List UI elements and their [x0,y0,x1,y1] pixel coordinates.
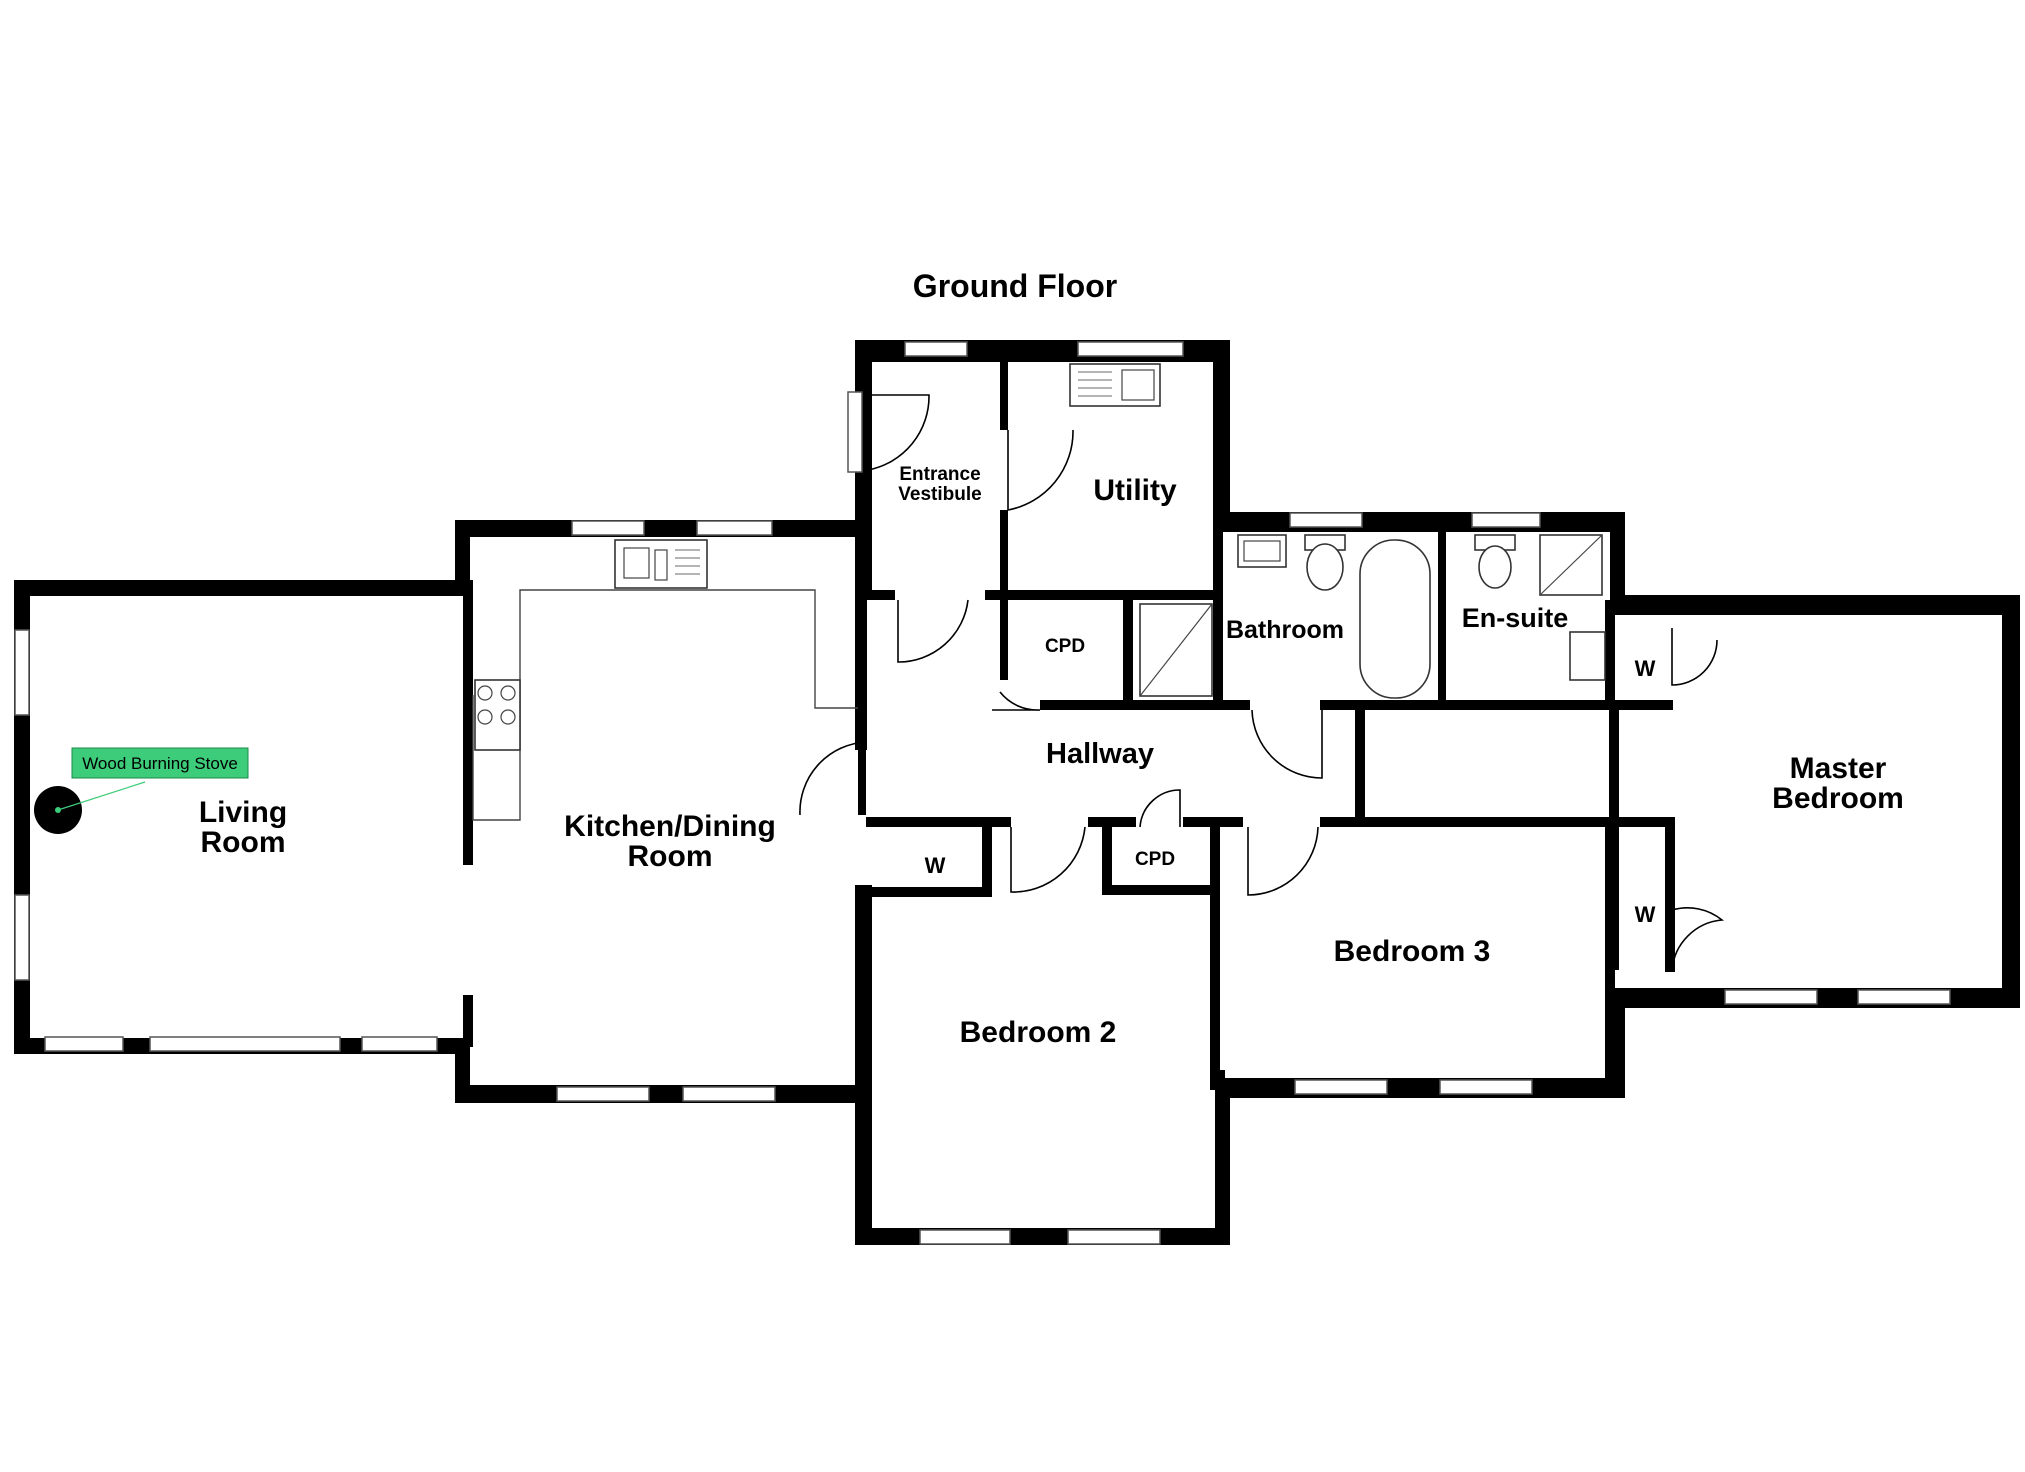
walls [14,340,2020,1245]
label-cpd-lower: CPD [1135,849,1175,870]
label-bedroom-3: Bedroom 3 [1334,935,1491,968]
label-wardrobe-hall: W [925,853,946,878]
room-labels: Living Room Kitchen/Dining Room Entrance… [199,464,1904,1049]
stove-callout: Wood Burning Stove [71,747,249,779]
label-entrance-vestibule: Entrance [899,464,980,485]
label-hallway: Hallway [1046,738,1154,770]
label-wardrobe-master-bottom: W [1635,902,1656,927]
label-master-bedroom-2: Bedroom [1772,782,1904,815]
floor-title: Ground Floor [913,268,1117,304]
label-kitchen-dining: Kitchen/Dining [564,810,776,843]
label-bedroom-2: Bedroom 2 [960,1016,1117,1049]
label-cpd-upper: CPD [1045,636,1085,657]
label-entrance-vestibule-2: Vestibule [898,484,981,505]
label-living-room: Living [199,796,287,829]
label-bathroom: Bathroom [1226,616,1344,644]
label-master-bedroom: Master [1790,752,1887,785]
label-living-room-2: Room [201,826,286,859]
label-utility: Utility [1093,474,1177,507]
label-wardrobe-master-top: W [1635,656,1656,681]
windows [14,341,1951,1245]
stove-callout-text: Wood Burning Stove [82,754,238,773]
doors [799,394,1725,971]
label-en-suite: En-suite [1462,603,1569,633]
fixtures [34,363,1606,834]
label-kitchen-dining-2: Room [628,840,713,873]
